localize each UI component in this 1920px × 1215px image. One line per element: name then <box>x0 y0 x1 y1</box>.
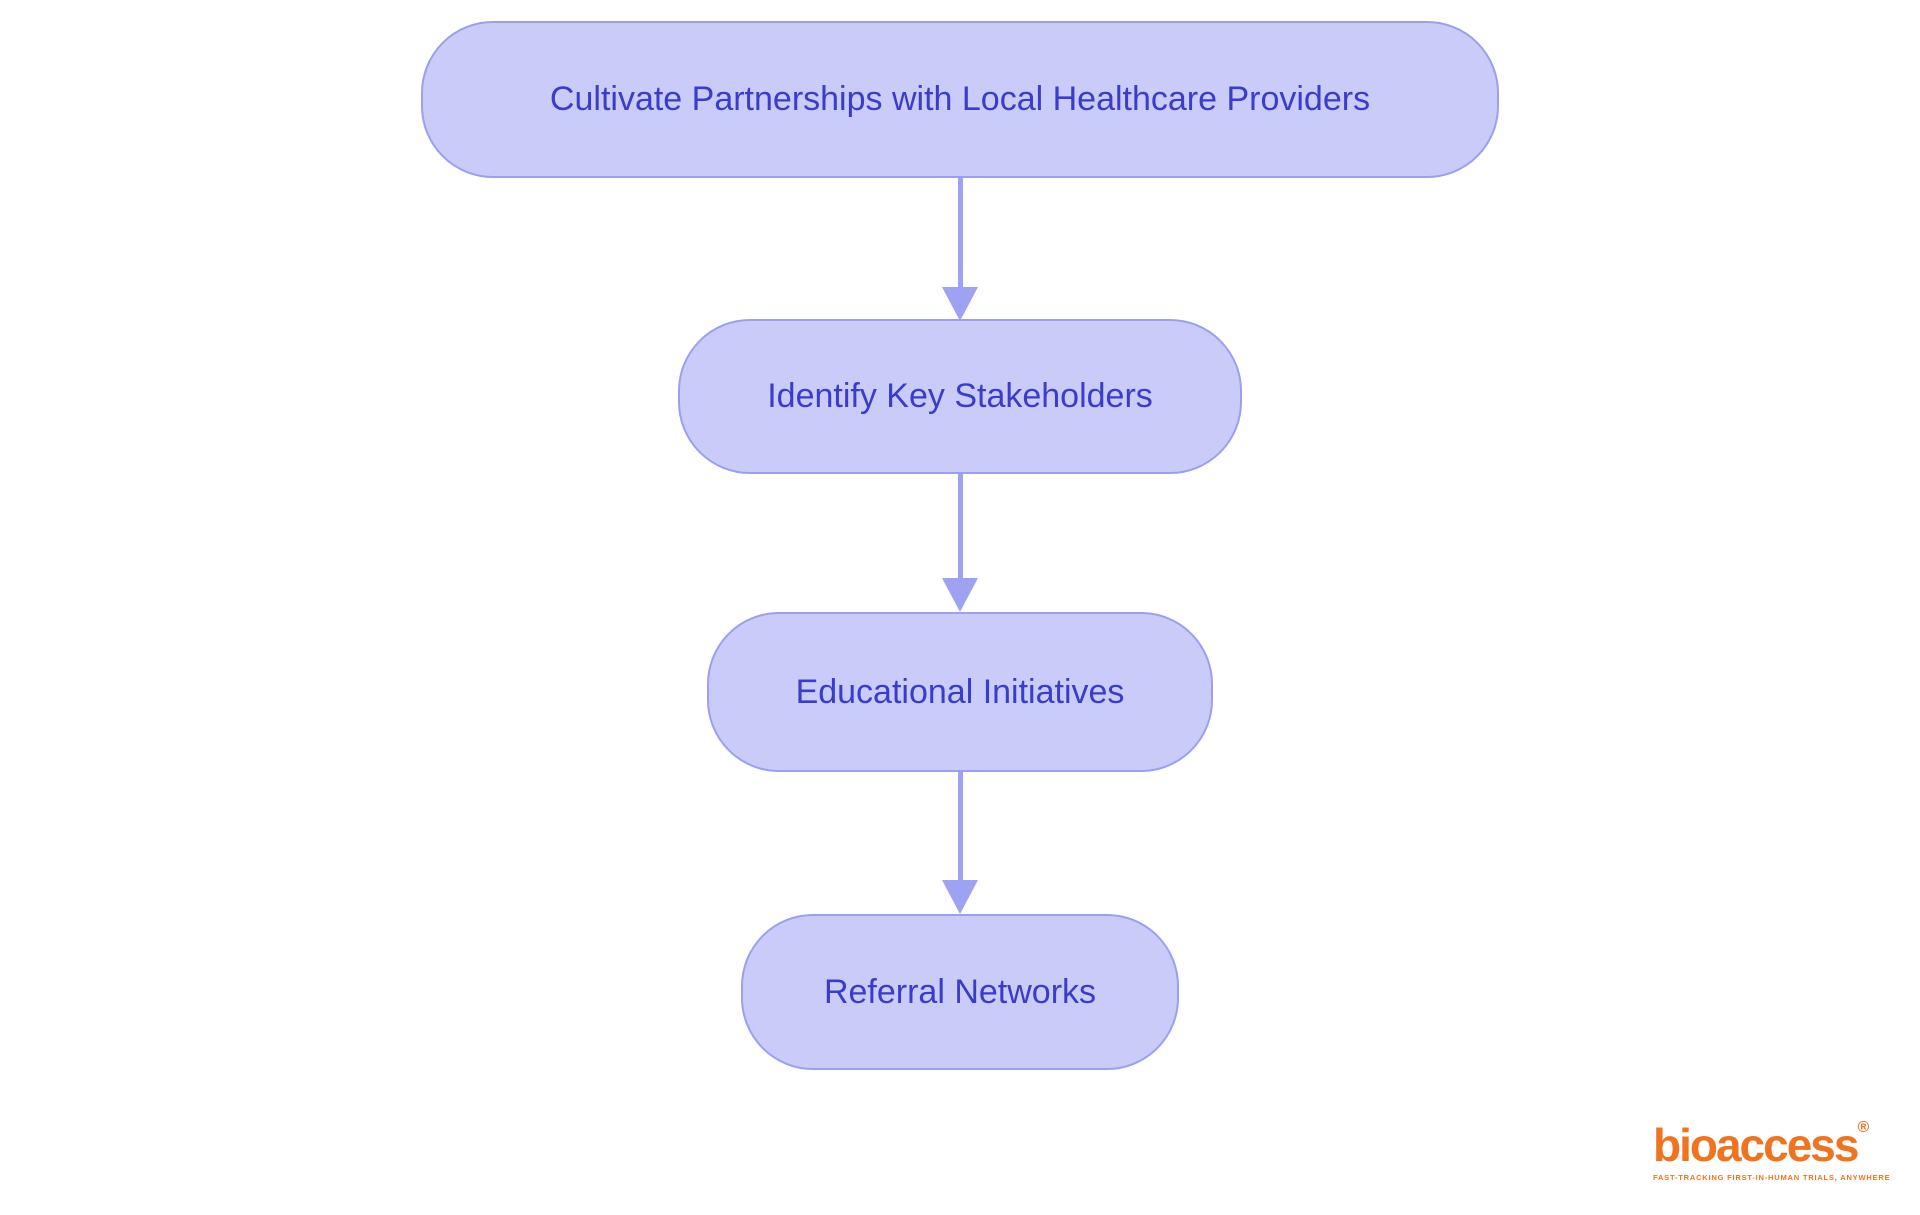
flow-node-label: Educational Initiatives <box>795 672 1125 711</box>
arrow-line <box>957 178 963 287</box>
arrow-down-icon <box>942 578 978 612</box>
registered-trademark-icon: ® <box>1857 1119 1870 1136</box>
arrow-connector-3 <box>940 772 980 914</box>
flow-node-educational-initiatives: Educational Initiatives <box>707 612 1213 772</box>
arrow-connector-1 <box>940 178 980 321</box>
arrow-down-icon <box>942 880 978 914</box>
bioaccess-logo: bioaccess® FAST-TRACKING FIRST-IN-HUMAN … <box>1653 1119 1891 1183</box>
flow-node-referral-networks: Referral Networks <box>741 914 1179 1070</box>
flow-node-label: Referral Networks <box>823 972 1097 1011</box>
flow-node-cultivate-partnerships: Cultivate Partnerships with Local Health… <box>421 21 1499 178</box>
arrow-line <box>957 474 963 578</box>
logo-text: bioaccess <box>1653 1119 1859 1171</box>
flow-node-label: Identify Key Stakeholders <box>767 377 1153 415</box>
flow-node-identify-stakeholders: Identify Key Stakeholders <box>678 319 1242 474</box>
flow-node-label: Cultivate Partnerships with Local Health… <box>549 80 1371 118</box>
logo-wordmark: bioaccess® <box>1653 1119 1870 1171</box>
arrow-line <box>957 772 963 880</box>
arrow-down-icon <box>942 287 978 321</box>
arrow-connector-2 <box>940 474 980 612</box>
logo-tagline: FAST-TRACKING FIRST-IN-HUMAN TRIALS, ANY… <box>1653 1173 1891 1182</box>
